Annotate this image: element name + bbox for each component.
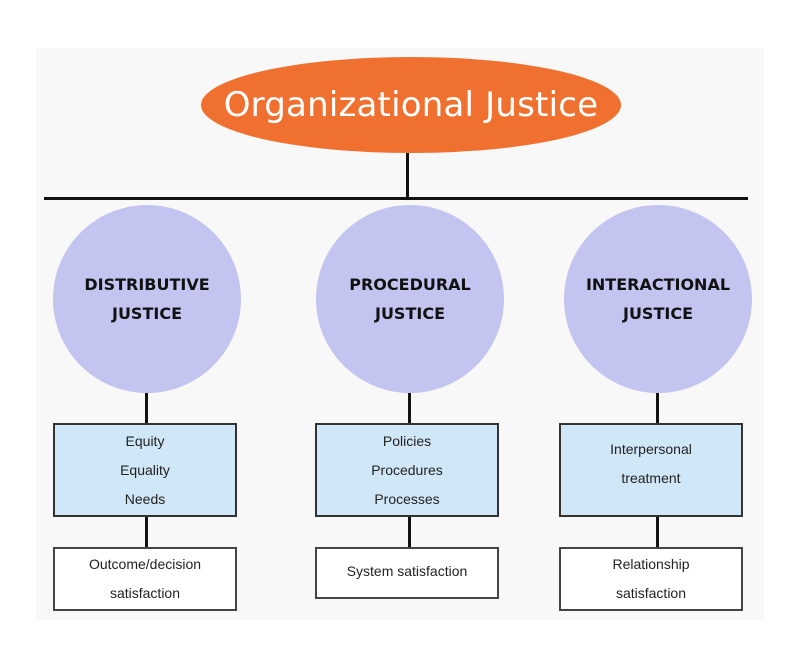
branch-connector [656,517,659,547]
node-distributive-justice: DISTRIBUTIVE JUSTICE [53,205,241,393]
component-item: Needs [124,490,166,507]
outcome-line: satisfaction [109,585,181,601]
outcome-line: Relationship [612,556,690,572]
root-node-label: Organizational Justice [223,85,599,125]
node-label-line: JUSTICE [111,304,182,323]
branch-connector [145,517,148,547]
node-procedural-justice: PROCEDURAL JUSTICE [316,205,504,393]
component-item: Equity [125,432,165,449]
components-box-procedural: Policies Procedures Processes [315,423,499,517]
node-label-line: JUSTICE [622,304,693,323]
root-connector [406,153,409,199]
outcome-box-interactional: Relationship satisfaction [559,547,743,611]
node-label-line: PROCEDURAL [349,275,471,294]
branch-connector [656,393,659,423]
components-box-distributive: Equity Equality Needs [53,423,237,517]
component-item: Processes [374,490,440,507]
component-item: Interpersonal [610,441,692,457]
outcome-line: System satisfaction [346,563,468,579]
node-interactional-justice: INTERACTIONAL JUSTICE [564,205,752,393]
node-label-line: DISTRIBUTIVE [84,275,210,294]
node-label-line: INTERACTIONAL [585,275,731,294]
component-item: Policies [382,432,432,449]
outcome-box-procedural: System satisfaction [315,547,499,599]
components-box-interactional: Interpersonal treatment [559,423,743,517]
component-item: Procedures [371,461,443,478]
component-item: treatment [621,470,681,486]
outcome-line: satisfaction [615,585,687,601]
branch-connector [145,393,148,423]
horizontal-connector [44,197,748,200]
branch-connector [408,393,411,423]
outcome-line: Outcome/decision [88,556,202,572]
branch-connector [408,517,411,547]
component-item: Equality [120,461,170,478]
root-node-organizational-justice: Organizational Justice [201,57,621,153]
outcome-box-distributive: Outcome/decision satisfaction [53,547,237,611]
node-label-line: JUSTICE [374,304,445,323]
